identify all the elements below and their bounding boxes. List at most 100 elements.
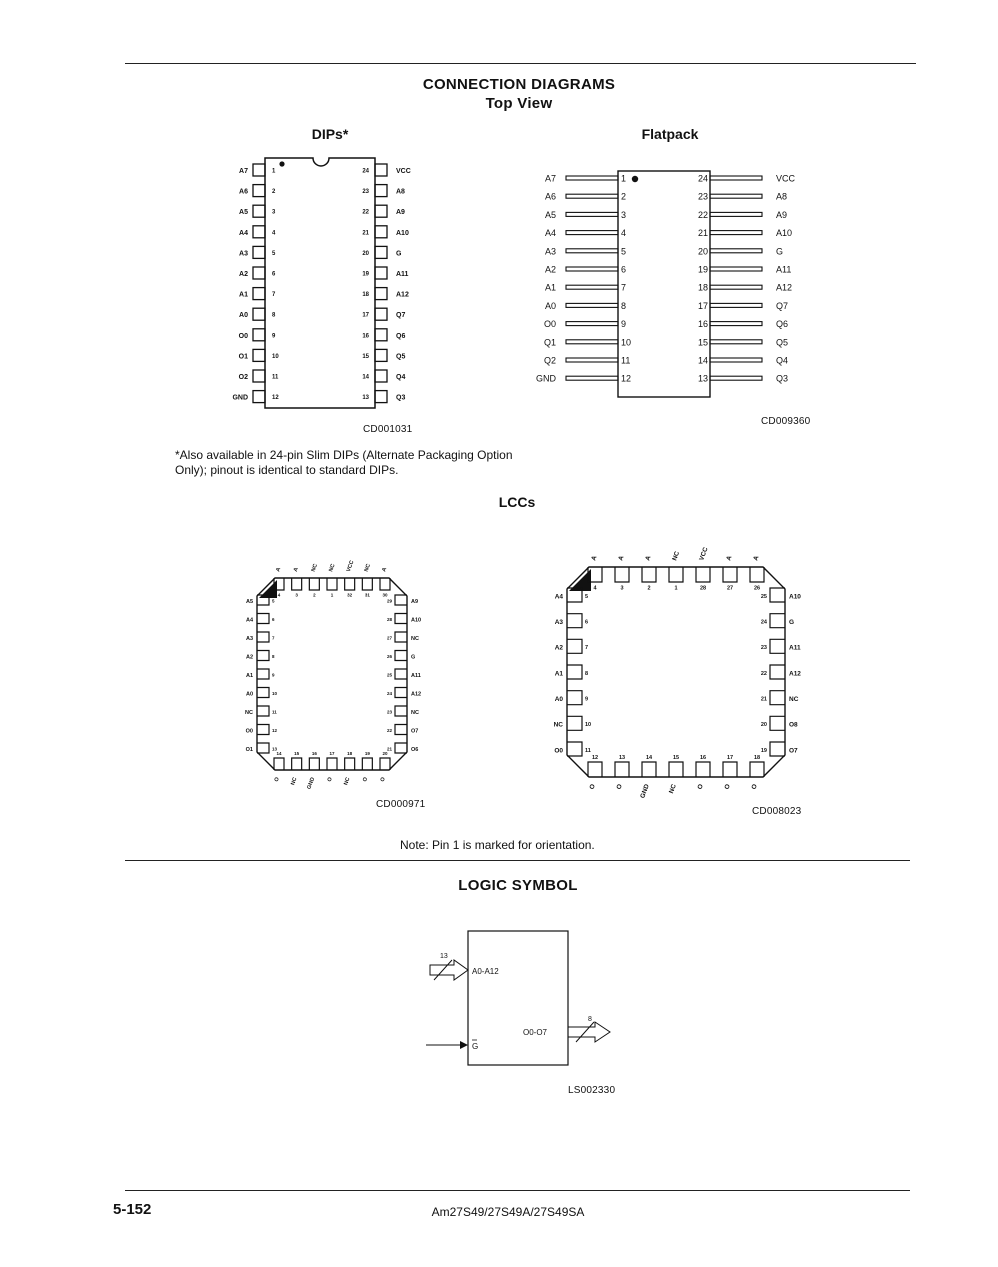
lcc-pin-label: O8 <box>789 722 798 729</box>
dip-pin-number: 19 <box>362 272 369 278</box>
dip-diagram: 1A72A63A54A45A36A27A18A09O010O111O212GND… <box>232 157 411 409</box>
lcc-pad <box>722 761 738 777</box>
lcc-pad <box>361 757 373 770</box>
dip-pin-number: 21 <box>362 230 369 236</box>
lcc-pad <box>614 567 630 583</box>
lcc-pin-label: A <box>725 555 733 562</box>
dip-pin-label: Q3 <box>396 395 405 402</box>
dip-pin-number: 12 <box>272 395 279 401</box>
lcc-left-diagram: 4A3A2NC1NC32VCC31NC30A14O15NC16GND17O18N… <box>245 560 421 791</box>
page-number: 5-152 <box>113 1201 152 1218</box>
flatpack-pin-number: 9 <box>621 319 626 329</box>
lcc-pin-label: O <box>616 783 624 790</box>
dip-pin-label: VCC <box>396 168 411 175</box>
enable-label: G <box>472 1042 478 1051</box>
flatpack-pin <box>565 357 619 363</box>
lcc-pin-number: 22 <box>761 671 767 677</box>
dip-pin <box>252 245 266 260</box>
lcc-pad <box>257 631 270 643</box>
lcc-pin-number: 28 <box>700 586 706 592</box>
dip-pin <box>374 307 388 321</box>
lcc-pin-number: 12 <box>272 728 278 733</box>
lcc-pin-label: VCC <box>346 560 356 573</box>
lcc-pad <box>273 757 285 770</box>
flatpack-pin-label: A10 <box>776 228 792 238</box>
lcc-pin-number: 20 <box>761 722 767 728</box>
lcc-pin-label: O <box>589 783 597 790</box>
lcc-right-diagram: 4A3A2A1NC28VCC27A26A12O13O14GND15NC16O17… <box>554 546 802 799</box>
flatpack-pin <box>565 375 619 381</box>
lcc-pin-label: A11 <box>789 645 801 652</box>
dip-pin-label: A9 <box>396 209 405 216</box>
lcc-pin-label: GND <box>306 777 316 791</box>
dip-pin <box>252 348 266 363</box>
lcc-pin-label: A <box>590 555 598 562</box>
flatpack-pin-label: A6 <box>545 192 556 202</box>
lcc-pin-number: 29 <box>387 598 393 603</box>
lcc-pad <box>695 567 711 583</box>
lcc-pad <box>394 594 407 606</box>
lcc-right-code: CD008023 <box>752 806 802 817</box>
lcc-orientation-note: Note: Pin 1 is marked for orientation. <box>400 838 595 852</box>
lcc-pin-number: 25 <box>387 672 393 677</box>
lcc-pin-label: NC <box>311 563 319 573</box>
pin1-dot <box>279 161 285 167</box>
lcc-pin-number: 16 <box>312 751 318 756</box>
lcc-pin-number: 22 <box>387 728 393 733</box>
output-label: O0-O7 <box>523 1028 548 1037</box>
dip-pin <box>252 389 266 404</box>
top-view-heading: Top View <box>485 95 553 112</box>
dip-pin-number: 10 <box>272 354 279 360</box>
flatpack-heading: Flatpack <box>641 126 699 142</box>
flatpack-pin-number: 8 <box>621 301 626 311</box>
lcc-pin-number: 3 <box>620 586 623 592</box>
lcc-pin-number: 31 <box>365 593 371 598</box>
dip-pin-number: 18 <box>362 292 369 298</box>
lcc-pin-number: 23 <box>761 645 767 651</box>
flatpack-pin-number: 24 <box>698 174 708 184</box>
lcc-pad <box>379 578 391 591</box>
lcc-pin-label: O <box>274 776 281 783</box>
lcc-pad <box>257 649 270 662</box>
lcc-pin-number: 5 <box>272 598 275 603</box>
lcc-pin-number: 15 <box>673 755 679 761</box>
flatpack-pin <box>709 321 763 327</box>
lcc-pin-number: 4 <box>593 586 597 592</box>
flatpack-pin-label: A3 <box>545 246 556 256</box>
lcc-pad <box>749 567 765 583</box>
lcc-pin-label: O <box>327 776 334 783</box>
flatpack-pin-label: Q2 <box>544 356 556 366</box>
dip-footnote: *Also available in 24-pin Slim DIPs (Alt… <box>175 448 513 477</box>
flatpack-pin-label: Q1 <box>544 337 556 347</box>
dip-pin <box>374 369 388 383</box>
part-number: Am27S49/27S49A/27S49SA <box>431 1205 585 1219</box>
lcc-pin-number: 18 <box>754 755 760 761</box>
lcc-pin-number: 1 <box>331 593 334 598</box>
flatpack-pin-number: 22 <box>698 210 708 220</box>
lcc-pin-number: 18 <box>347 751 353 756</box>
dip-pin-label: A10 <box>396 230 409 237</box>
lcc-pin-number: 6 <box>272 617 275 622</box>
dip-pin <box>252 286 266 301</box>
lcc-pad <box>326 578 338 591</box>
dip-pin <box>252 163 266 177</box>
dip-pin <box>252 204 266 218</box>
dip-pin <box>252 183 266 198</box>
dip-pin-label: O2 <box>239 374 248 381</box>
flatpack-pin <box>565 302 619 308</box>
flatpack-pin-label: A2 <box>545 265 556 275</box>
lcc-pin-number: 5 <box>585 594 588 600</box>
flatpack-pin-label: Q7 <box>776 301 788 311</box>
flatpack-pin <box>565 211 619 217</box>
enable-arrowhead <box>460 1041 468 1049</box>
lcc-pin-number: 20 <box>382 751 388 756</box>
lcc-pin-label: O1 <box>246 747 253 753</box>
dip-pin-number: 20 <box>362 251 369 257</box>
output-bus-width: 8 <box>588 1016 592 1023</box>
dip-pin-label: A1 <box>239 292 248 299</box>
dip-pin <box>374 389 388 404</box>
lcc-pad <box>769 613 785 629</box>
lcc-pad <box>769 664 785 680</box>
dip-pin-label: A2 <box>239 271 248 278</box>
lcc-pad <box>257 723 270 736</box>
